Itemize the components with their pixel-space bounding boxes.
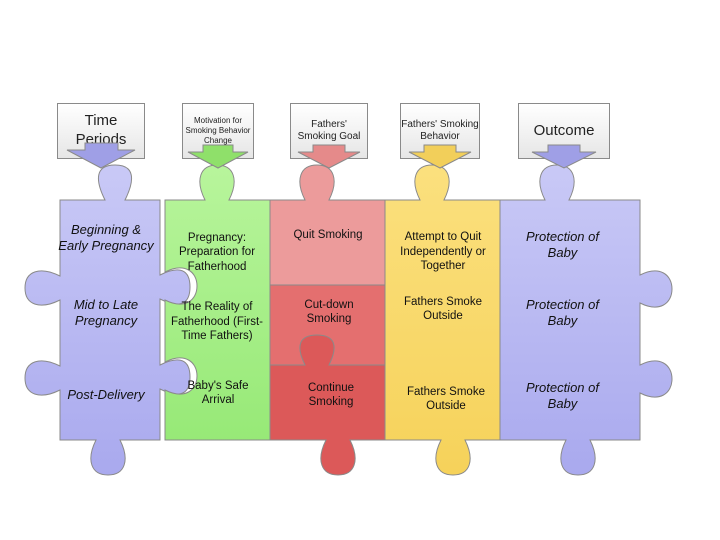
time-period-3: Post-Delivery (58, 375, 154, 415)
cell-text: Baby's Safe Arrival (187, 379, 249, 406)
cell-text: Mid to Late Pregnancy (73, 296, 139, 328)
outcome-2: Protection of Baby (515, 293, 610, 333)
goal-1: Quit Smoking (278, 225, 378, 245)
header-label: Fathers' Smoking Behavior (401, 118, 479, 143)
motivation-1: Pregnancy: Preparation for Fatherhood (172, 220, 262, 285)
header-behavior: Fathers' Smoking Behavior (400, 103, 480, 159)
header-label: Outcome (533, 121, 595, 139)
cell-text: Beginning & Early Pregnancy (58, 221, 154, 253)
outcome-3: Protection of Baby (515, 376, 610, 416)
cell-text: Protection of Baby (526, 296, 599, 328)
cell-text: Quit Smoking (293, 228, 363, 241)
outcome-column (499, 164, 673, 476)
cell-text: Protection of Baby (526, 228, 599, 260)
cell-text: Post-Delivery (67, 386, 145, 402)
header-label: Motivation for Smoking Behavior Change (185, 116, 251, 145)
outcome-1: Protection of Baby (515, 225, 610, 265)
goal-2: Cut-down Smoking (285, 296, 373, 328)
motivation-3: Baby's Safe Arrival (172, 376, 264, 410)
cell-text: Cut-down Smoking (304, 298, 354, 325)
header-time-periods: Time Periods (57, 103, 145, 159)
motivation-2: The Reality of Fatherhood (First-Time Fa… (170, 293, 264, 351)
cell-text: Continue Smoking (307, 381, 355, 408)
header-outcome: Outcome (518, 103, 610, 159)
cell-text: Protection of Baby (526, 379, 599, 411)
cell-text: Pregnancy: Preparation for Fatherhood (178, 231, 256, 273)
header-label: Fathers' Smoking Goal (297, 118, 361, 143)
time-period-2: Mid to Late Pregnancy (58, 293, 154, 333)
behavior-3: Fathers Smoke Outside (400, 375, 492, 423)
header-motivation: Motivation for Smoking Behavior Change (182, 103, 254, 159)
cell-text: Fathers Smoke Outside (407, 385, 485, 412)
header-label: Time Periods (75, 112, 127, 148)
time-periods-column (24, 164, 191, 476)
goal-3: Continue Smoking (285, 378, 377, 412)
header-goal: Fathers' Smoking Goal (290, 103, 368, 159)
cell-text: Attempt to Quit Independently or Togethe… (400, 231, 486, 273)
behavior-1: Attempt to Quit Independently or Togethe… (393, 222, 493, 282)
cell-text: The Reality of Fatherhood (First-Time Fa… (170, 301, 264, 343)
behavior-2: Fathers Smoke Outside (393, 293, 493, 325)
cell-text: Fathers Smoke Outside (404, 295, 482, 322)
time-period-1: Beginning & Early Pregnancy (58, 208, 154, 268)
